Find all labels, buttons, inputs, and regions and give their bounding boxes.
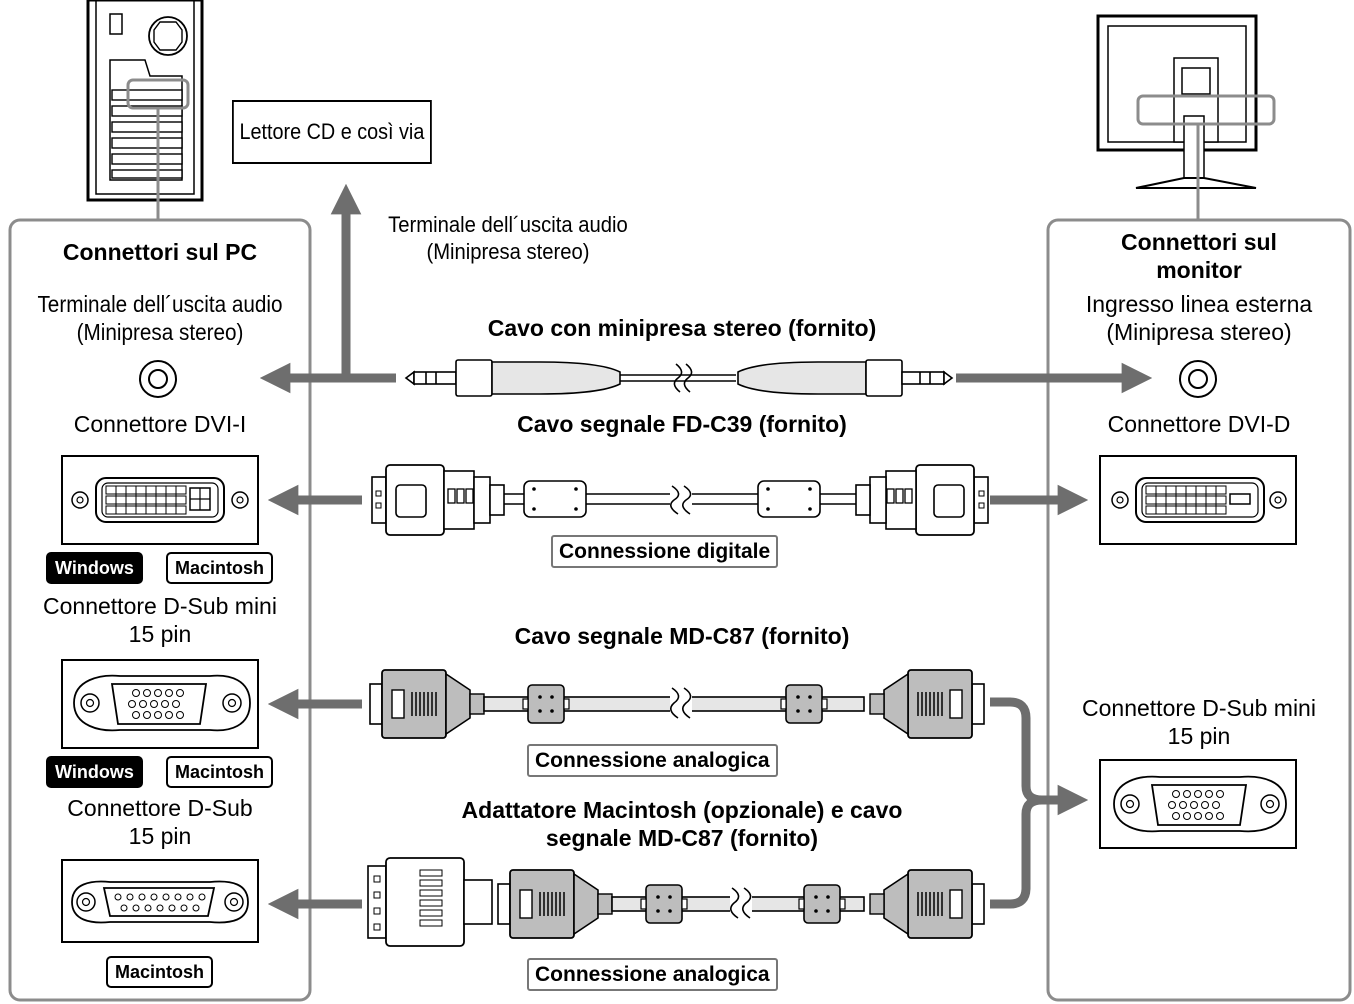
pc-dsub-port-icon	[61, 859, 259, 943]
pc-dvi-i-port-icon	[61, 455, 259, 545]
stereo-minijack-cable-icon	[404, 359, 954, 397]
monitor-audio-label: Ingresso linea esterna (Minipresa stereo…	[1048, 290, 1350, 346]
monitor-dsub-mini-port-icon	[1099, 759, 1297, 849]
pc-dvi-i-label: Connettore DVI-I	[73, 411, 247, 437]
md-c87-cable-title: Cavo segnale MD-C87 (fornito)	[514, 623, 850, 649]
macintosh-badge: Macintosh	[106, 956, 214, 988]
macintosh-badge: Macintosh	[166, 552, 274, 584]
arrow-adapter-to-monitor	[990, 795, 1043, 909]
pc-audio-line2: (Minipresa stereo)	[76, 319, 244, 346]
monitor-dsub-mini-line2: 15 pin	[1167, 723, 1231, 750]
monitor-dvi-d-port-icon	[1099, 455, 1297, 545]
pc-panel	[8, 218, 312, 1002]
adapter-cable-title: Adattatore Macintosh (opzionale) e cavo …	[382, 796, 982, 852]
monitor-title-line1: Connettori sul	[1121, 229, 1277, 255]
monitor-audio-jack-icon	[1179, 360, 1217, 398]
monitor-back-icon	[1096, 14, 1276, 189]
monitor-title-line2: monitor	[1156, 257, 1242, 284]
audio-out-top-line2: (Minipresa stereo)	[426, 238, 590, 264]
pc-dsub-line1: Connettore D-Sub	[67, 795, 253, 821]
connection-arrows	[259, 183, 1153, 920]
monitor-audio-line1: Ingresso linea esterna	[1085, 291, 1313, 317]
adapter-title-line2: segnale MD-C87 (fornito)	[545, 825, 819, 852]
monitor-audio-line2: (Minipresa stereo)	[1106, 319, 1292, 346]
analog-connection-label: Connessione analogica	[527, 958, 778, 991]
pc-dsub-label: Connettore D-Sub 15 pin	[10, 794, 310, 850]
adapter-title-line1: Adattatore Macintosh (opzionale) e cavo	[461, 797, 903, 823]
audio-out-top-line1: Terminale dell´uscita audio	[388, 212, 628, 237]
monitor-panel-title: Connettori sul monitor	[1048, 228, 1350, 284]
fd-c39-cable-title: Cavo segnale FD-C39 (fornito)	[517, 411, 847, 437]
digital-connection-label: Connessione digitale	[551, 535, 779, 568]
windows-badge: Windows	[46, 756, 143, 788]
monitor-dvi-d-label: Connettore DVI-D	[1107, 411, 1291, 437]
pc-audio-line1: Terminale dell´uscita audio	[37, 291, 283, 317]
pc-dsub-mini-label: Connettore D-Sub mini 15 pin	[6, 592, 314, 648]
pc-dsub-line2: 15 pin	[128, 823, 192, 850]
windows-badge: Windows	[46, 552, 143, 584]
cd-player-box: Lettore CD e così via	[232, 100, 432, 164]
pc-dsub-mini-port-icon	[61, 659, 259, 749]
pc-tower-icon	[86, 0, 204, 202]
audio-out-top-label: Terminale dell´uscita audio (Minipresa s…	[358, 212, 658, 266]
analog-connection-label: Connessione analogica	[527, 744, 778, 777]
monitor-dsub-mini-label: Connettore D-Sub mini 15 pin	[1048, 694, 1350, 750]
dvi-signal-cable-icon	[371, 464, 989, 536]
vga-signal-cable-icon	[369, 669, 985, 739]
monitor-dsub-mini-line1: Connettore D-Sub mini	[1082, 695, 1316, 721]
pc-dsub-mini-line2: 15 pin	[128, 621, 192, 648]
macintosh-badge: Macintosh	[166, 756, 274, 788]
pc-audio-jack-icon	[139, 360, 177, 398]
stereo-cable-title: Cavo con minipresa stereo (fornito)	[487, 315, 877, 341]
pc-panel-title: Connettori sul PC	[62, 239, 258, 265]
pc-audio-label: Terminale dell´uscita audio (Minipresa s…	[6, 290, 314, 346]
macintosh-adapter-cable-icon	[367, 857, 985, 947]
pc-dsub-mini-line1: Connettore D-Sub mini	[43, 593, 277, 619]
